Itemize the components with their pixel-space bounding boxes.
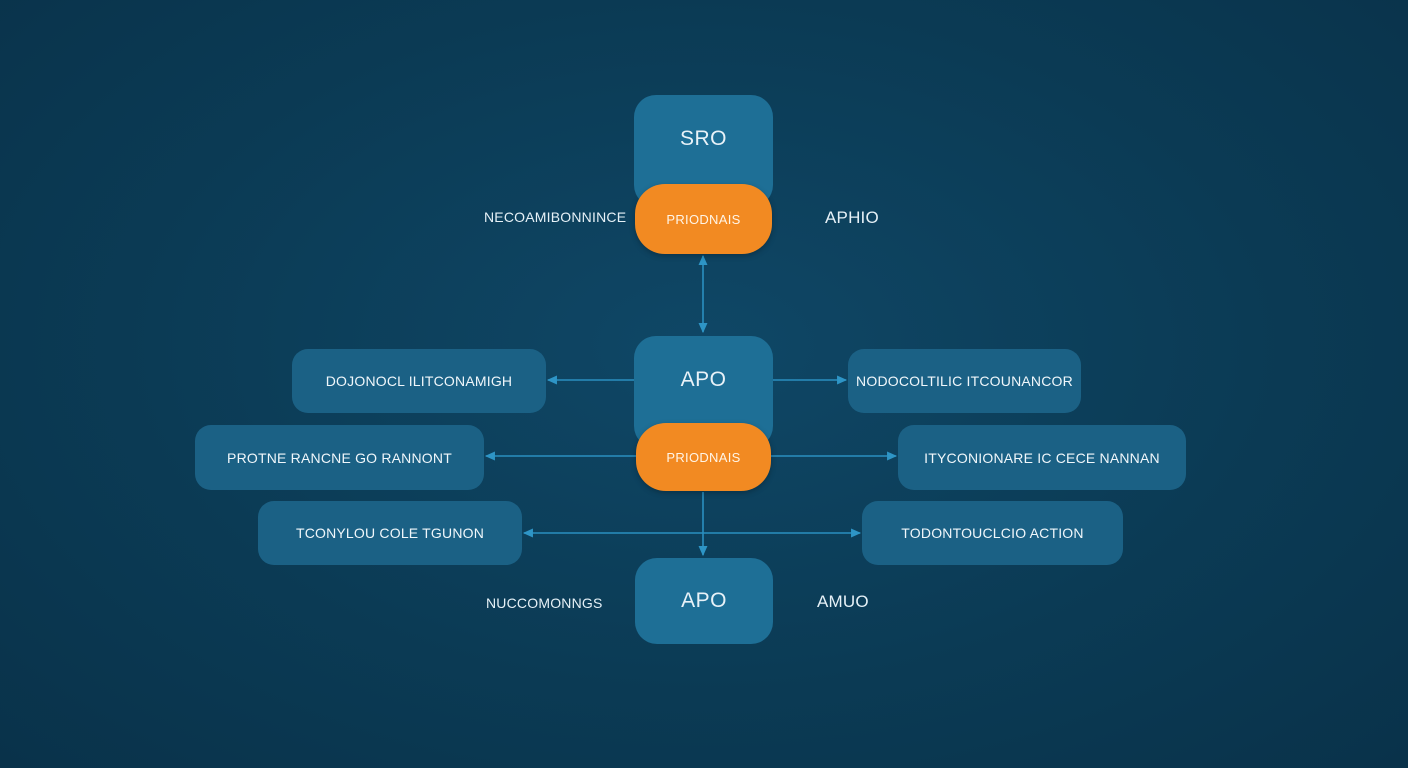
- right-node-3-label: TODONTOUCLCIO ACTION: [901, 525, 1084, 541]
- left-node-3-label: TCONYLOU COLE TGUNON: [295, 525, 485, 541]
- left-bottom-note: NUCCOMONNGS: [486, 595, 603, 611]
- right-node-1: NODOCOLTILIC ITCOUNANCOR: [848, 349, 1081, 413]
- left-node-2: PROTNE RANCNE GO RANNONT: [195, 425, 484, 490]
- left-node-1-label: DOJONOCL ILITCONAMIGH: [325, 373, 513, 389]
- left-top-note: NECOAMIBONNINCE: [484, 209, 627, 225]
- top-block-title: SRO: [679, 127, 727, 150]
- middle-block-badge-label: PRIODNAIS: [666, 449, 741, 465]
- left-node-3: TCONYLOU COLE TGUNON: [258, 501, 522, 565]
- right-node-2-label: ITYCONIONARE IC CECE NANNAN: [924, 449, 1160, 466]
- middle-block-badge: PRIODNAIS: [636, 423, 771, 491]
- bottom-block: APO: [635, 558, 773, 644]
- left-node-1: DOJONOCL ILITCONAMIGH: [292, 349, 546, 413]
- right-node-1-label: NODOCOLTILIC ITCOUNANCOR: [856, 373, 1073, 389]
- right-bottom-note: AMUO: [817, 592, 869, 611]
- right-node-2: ITYCONIONARE IC CECE NANNAN: [898, 425, 1186, 490]
- left-node-2-label: PROTNE RANCNE GO RANNONT: [227, 449, 452, 466]
- top-block-badge: PRIODNAIS: [635, 184, 772, 254]
- right-node-3: TODONTOUCLCIO ACTION: [862, 501, 1123, 565]
- middle-block-title: APO: [680, 368, 727, 391]
- right-top-note: APHIO: [825, 208, 879, 227]
- top-block-badge-label: PRIODNAIS: [666, 211, 741, 227]
- bottom-block-title: APO: [681, 589, 727, 612]
